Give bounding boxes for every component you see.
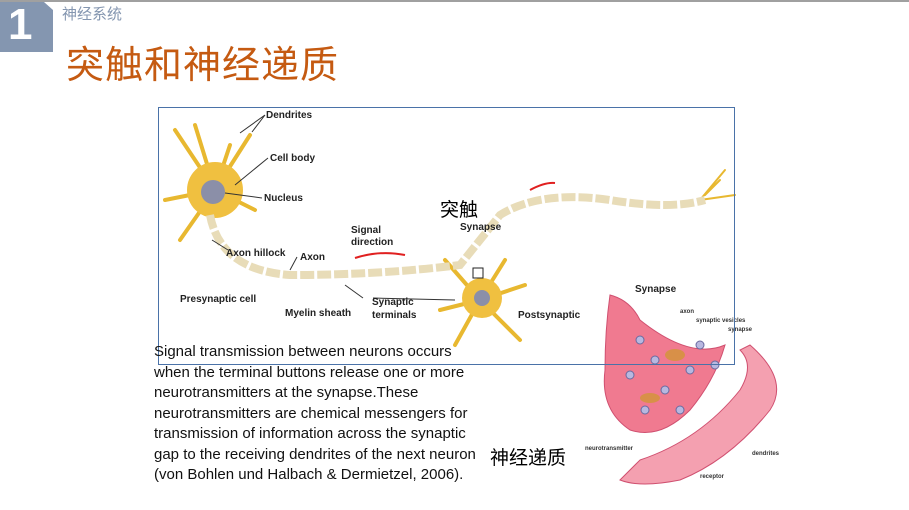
section-number: 1 bbox=[8, 0, 33, 49]
label-direction: direction bbox=[351, 237, 393, 248]
label-signal: Signal bbox=[351, 225, 381, 236]
neurotransmitter-annotation: 神经递质 bbox=[490, 447, 567, 469]
label-neurotransmitter: neurotransmitter bbox=[585, 446, 634, 452]
synapse-title: Synapse bbox=[635, 284, 677, 295]
label-axon-small: axon bbox=[680, 309, 694, 315]
label-axon: Axon bbox=[300, 252, 325, 263]
neuron-image-frame bbox=[158, 107, 735, 365]
slide-title: 突触和神经递质 bbox=[66, 43, 340, 87]
top-rule bbox=[0, 0, 909, 2]
nucleus bbox=[201, 180, 225, 204]
label-axon-hillock: Axon hillock bbox=[226, 248, 286, 259]
label-vesicles: synaptic vesicles bbox=[696, 318, 746, 324]
label-presynaptic: Presynaptic cell bbox=[180, 294, 256, 305]
body-text: Signal transmission between neurons occu… bbox=[154, 343, 476, 483]
label-synaptic: Synaptic bbox=[372, 297, 414, 308]
label-receptor: receptor bbox=[700, 474, 725, 480]
label-synapse: Synapse bbox=[460, 222, 502, 233]
label-cell-body: Cell body bbox=[270, 153, 315, 164]
label-myelin: Myelin sheath bbox=[285, 308, 351, 319]
label-synapse-small: synapse bbox=[728, 327, 753, 333]
label-postsynaptic: Postsynaptic bbox=[518, 310, 581, 321]
section-label: 神经系统 bbox=[62, 5, 123, 23]
label-dendrites-small: dendrites bbox=[752, 451, 780, 457]
label-dendrites: Dendrites bbox=[266, 110, 313, 121]
label-terminals: terminals bbox=[372, 310, 417, 321]
synapse-annotation: 突触 bbox=[440, 199, 479, 221]
axon-myelin bbox=[206, 193, 707, 280]
label-nucleus: Nucleus bbox=[264, 193, 303, 204]
section-number-badge: 1 bbox=[0, 2, 53, 52]
